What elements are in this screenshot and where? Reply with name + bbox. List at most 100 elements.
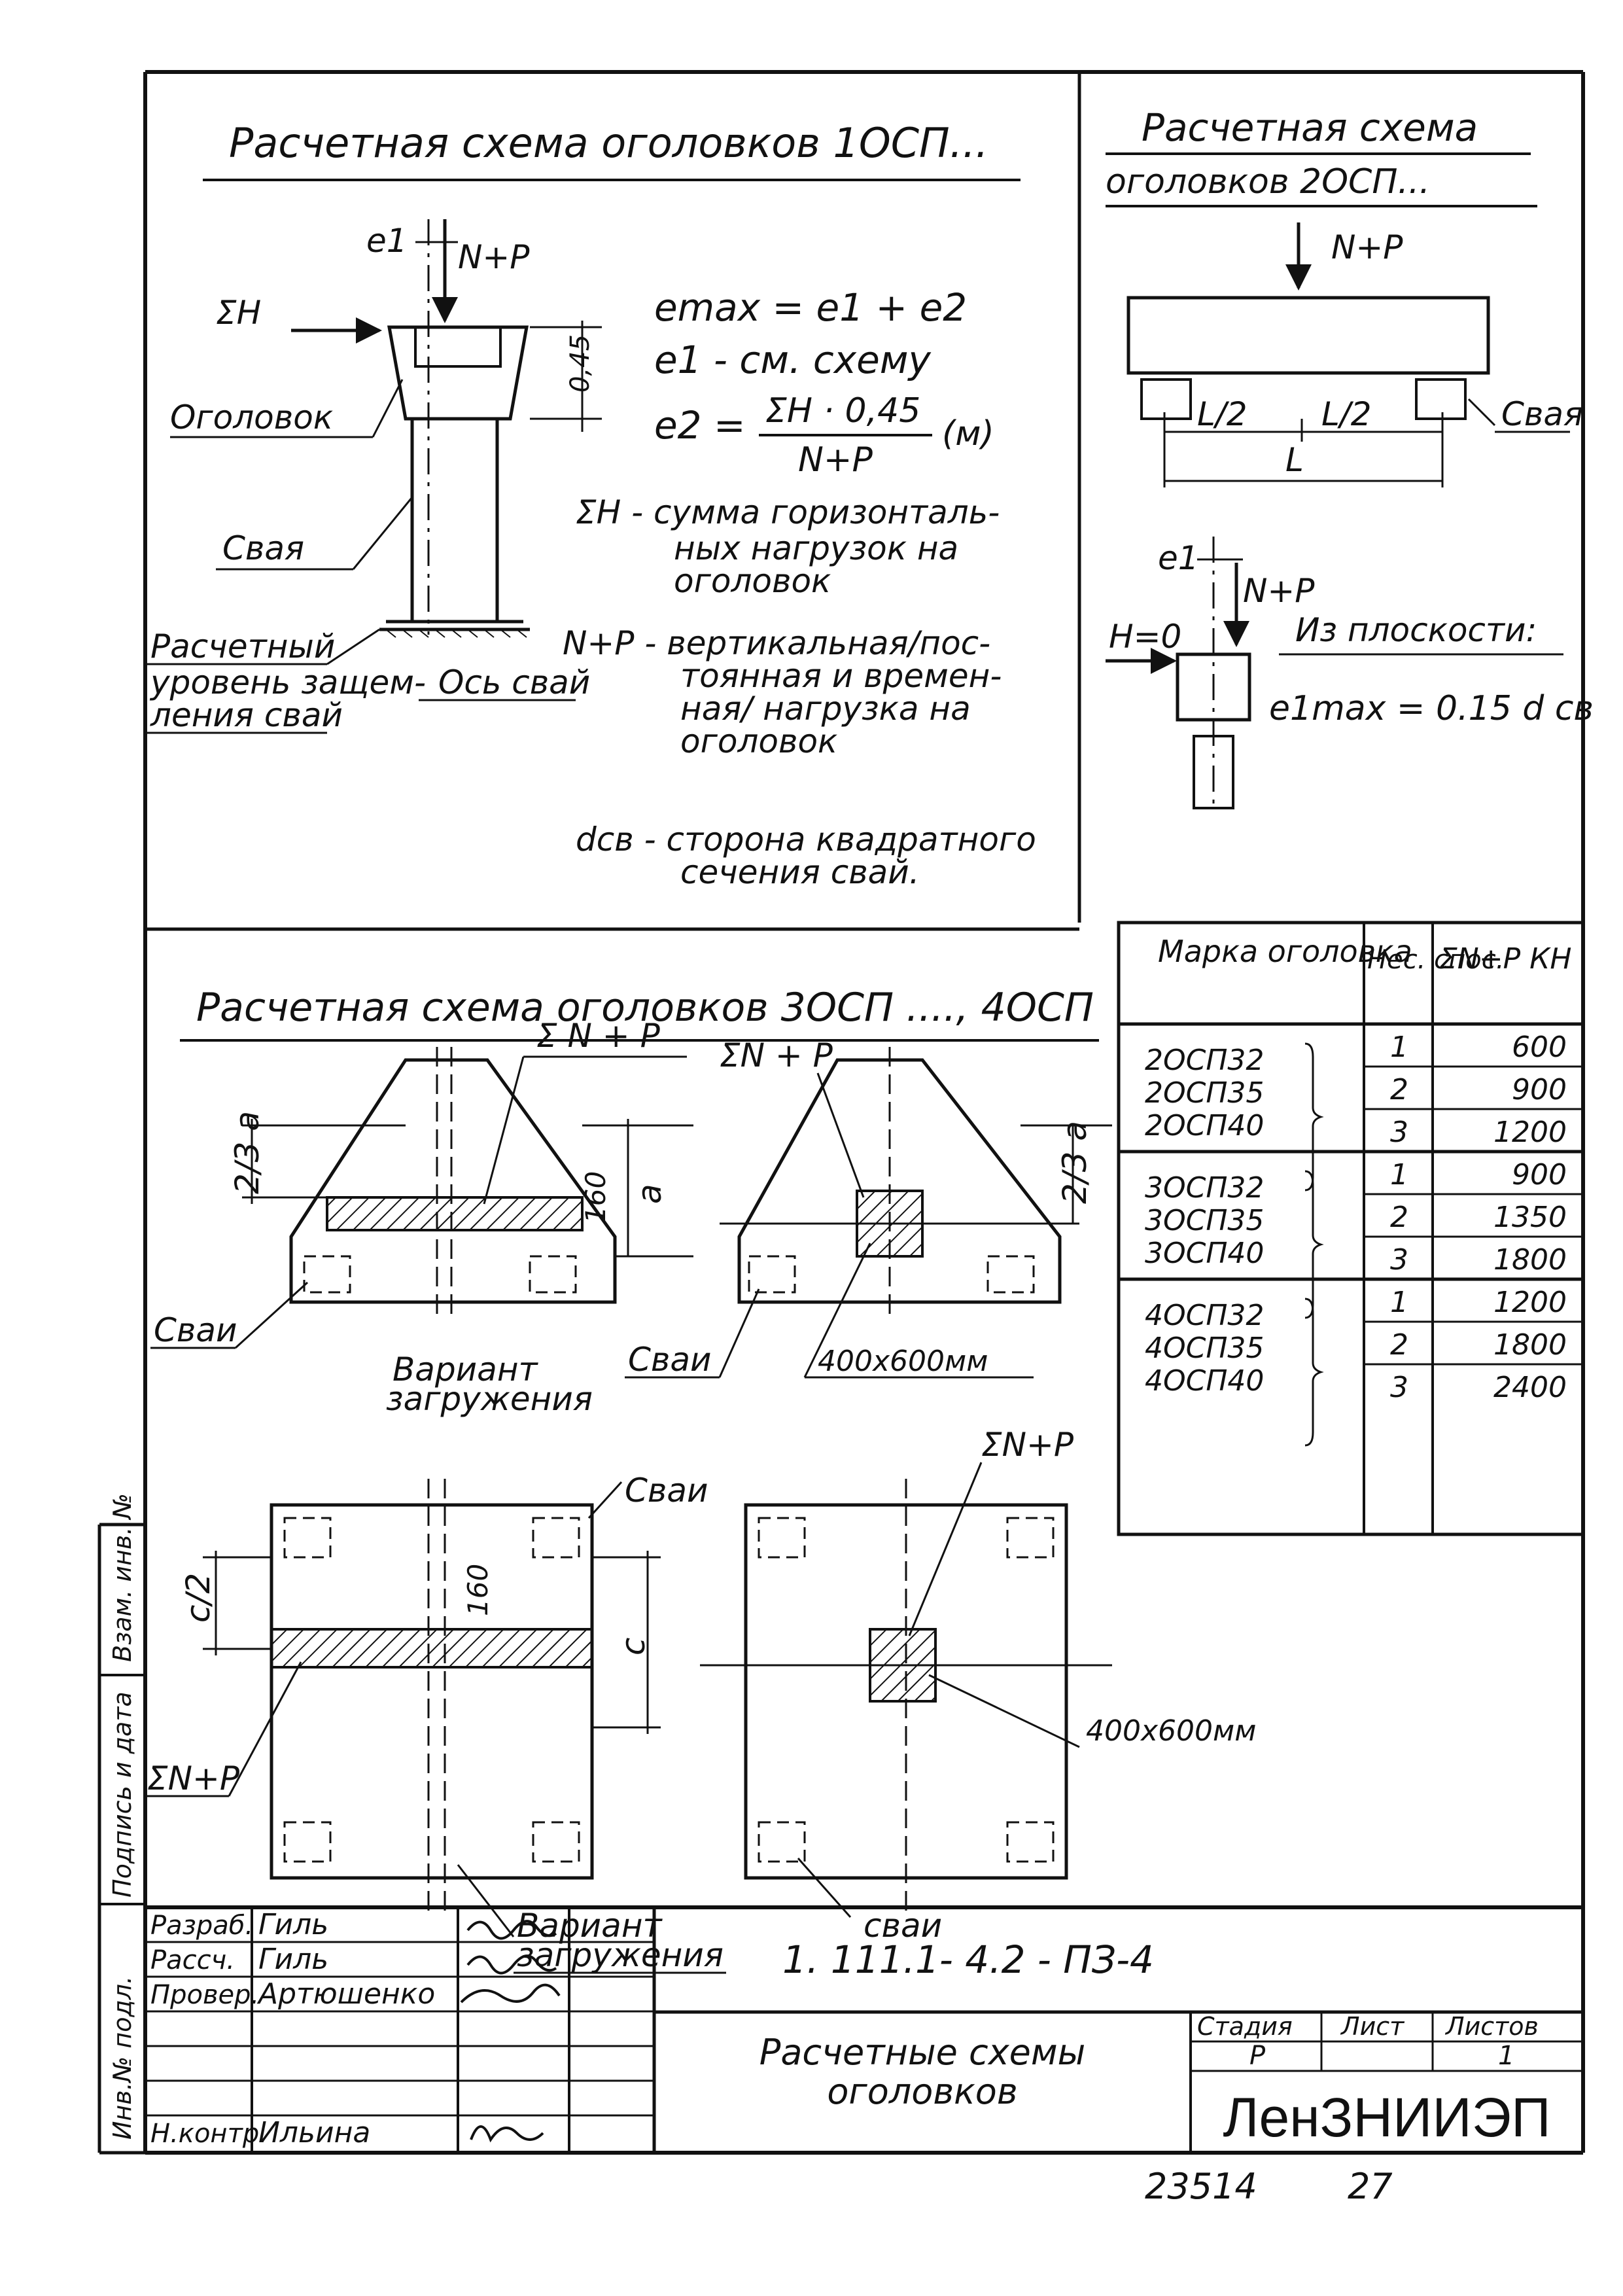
label-snp-b: ΣN + P bbox=[720, 1036, 833, 1074]
table-mark: 3ОСП40 bbox=[1145, 1237, 1264, 1270]
cap-trapezoid-a bbox=[289, 1058, 617, 1304]
sheet-title-2: оголовков bbox=[827, 2071, 1017, 2112]
table-capacity: 1 bbox=[1390, 1031, 1408, 1064]
label-pile: Свая bbox=[222, 529, 304, 567]
table-load: 600 bbox=[1512, 1031, 1567, 1064]
signature-4 bbox=[470, 2125, 544, 2143]
label-c2: c/2 bbox=[179, 1573, 217, 1623]
table-mark: 4ОСП40 bbox=[1145, 1364, 1264, 1398]
formula-e1: e1 - см. схему bbox=[654, 338, 932, 382]
def-h-1: ΣH - сумма горизонталь- bbox=[576, 493, 1000, 531]
label-160-a: 160 bbox=[580, 1171, 612, 1224]
table-load: 1800 bbox=[1493, 1328, 1567, 1362]
label-piles-d: сваи bbox=[864, 1907, 942, 1945]
table-capacity: 1 bbox=[1390, 1158, 1408, 1192]
label-head: Оголовок bbox=[170, 398, 333, 436]
title-block-rows: Разраб.ГильРассч.ГильПровер.АртюшенкоН.к… bbox=[150, 1908, 435, 2149]
def-np-3: ная/ нагрузка на bbox=[680, 690, 971, 728]
formula-emax: emax = e1 + e2 bbox=[654, 285, 967, 330]
table-capacity: 3 bbox=[1390, 1116, 1408, 1149]
table-capacity: 2 bbox=[1390, 1073, 1408, 1106]
doc-code: 1. 111.1- 4.2 - ПЗ-4 bbox=[782, 1937, 1154, 1982]
label-23a-b: 2/3 a bbox=[1056, 1121, 1094, 1204]
title-block-name: Гиль bbox=[258, 1908, 328, 1941]
panel-2-label-pile: Свая bbox=[1501, 395, 1583, 433]
table-mark: 3ОСП35 bbox=[1145, 1204, 1264, 1237]
cap-square-c bbox=[270, 1503, 594, 1880]
cap-beam bbox=[1126, 296, 1490, 375]
def-h-2: ных нагрузок на bbox=[674, 529, 958, 567]
label-half-2: L/2 bbox=[1321, 395, 1372, 433]
sheet-label: Лист bbox=[1340, 2012, 1405, 2041]
title-block-role: Н.контр. bbox=[150, 2119, 268, 2149]
table-header-load: ΣN+P КН bbox=[1439, 942, 1571, 976]
label-piles-c: Сваи bbox=[625, 1472, 708, 1510]
panel-2-label-np: N+P bbox=[1331, 228, 1403, 266]
def-h-3: оголовок bbox=[674, 562, 831, 600]
panel-1-title: Расчетная схема оголовков 1ОСП... bbox=[229, 119, 988, 167]
label-sum-h: ΣH bbox=[216, 294, 261, 332]
label-e1: e1 bbox=[366, 222, 408, 260]
signature-2 bbox=[466, 1954, 557, 1975]
plane-formula: e1max = 0.15 d св bbox=[1269, 689, 1594, 728]
sheets-value: 1 bbox=[1498, 2041, 1514, 2071]
label-half-1: L/2 bbox=[1197, 395, 1248, 433]
signature-1 bbox=[466, 1920, 557, 1940]
side-stamp: Взам. инв. № Подпись и дата Инв.№ подл. bbox=[108, 1493, 137, 2140]
panel-3-title: Расчетная схема оголовков 3ОСП ...., 4ОС… bbox=[196, 985, 1094, 1031]
formula-e2-lhs: e2 = bbox=[654, 403, 746, 448]
table-brace bbox=[1304, 1042, 1324, 1192]
label-h0: H=0 bbox=[1109, 618, 1181, 656]
title-block-role: Рассч. bbox=[150, 1945, 235, 1975]
def-np-4: оголовок bbox=[680, 722, 837, 760]
table-capacity: 1 bbox=[1390, 1286, 1408, 1319]
def-np-1: N+P - вертикальная/пос- bbox=[563, 624, 990, 662]
label-L: L bbox=[1285, 441, 1304, 479]
label-snp-d: ΣN+P bbox=[981, 1426, 1074, 1464]
table-load: 1200 bbox=[1493, 1286, 1567, 1319]
sheets-label: Листов bbox=[1444, 2012, 1539, 2041]
table-mark: 2ОСП40 bbox=[1145, 1109, 1264, 1142]
label-variant-a2: загружения bbox=[386, 1380, 593, 1418]
panel-1: Расчетная схема оголовков 1ОСП... e1 N+P… bbox=[147, 119, 1036, 891]
side-stamp-inv: Инв.№ подл. bbox=[108, 1976, 137, 2140]
def-np-2: тоянная и времен- bbox=[680, 657, 1002, 695]
table-load: 2400 bbox=[1493, 1371, 1567, 1404]
table-mark: 4ОСП35 bbox=[1145, 1332, 1264, 1365]
table-load: 900 bbox=[1512, 1073, 1567, 1106]
label-160-c: 160 bbox=[462, 1564, 494, 1616]
stage-value: Р bbox=[1249, 2041, 1266, 2071]
table-header-mark: Марка оголовка bbox=[1158, 934, 1412, 969]
label-a: a bbox=[631, 1184, 669, 1204]
title-block-name: Ильина bbox=[258, 2116, 370, 2149]
load-band-a bbox=[326, 1196, 584, 1231]
plane-label: Из плоскости: bbox=[1295, 611, 1537, 649]
label-level-3: ления свай bbox=[150, 696, 343, 734]
table-capacity: 2 bbox=[1390, 1328, 1408, 1362]
panel-2: Расчетная схема оголовков 2ОСП... N+P L/… bbox=[1106, 105, 1594, 809]
table-capacity: 3 bbox=[1390, 1243, 1408, 1277]
table-capacity: 2 bbox=[1390, 1201, 1408, 1234]
label-c: c bbox=[614, 1638, 652, 1656]
def-d-2: сечения свай. bbox=[680, 853, 920, 891]
table-brace bbox=[1304, 1298, 1324, 1447]
panel-2-label-e1: e1 bbox=[1158, 539, 1199, 577]
stage-label: Стадия bbox=[1197, 2012, 1293, 2041]
signature-3 bbox=[460, 1983, 561, 2004]
formula-e2-unit: (м) bbox=[942, 414, 994, 453]
label-snp-c: ΣN+P bbox=[147, 1759, 240, 1797]
title-block: Разраб.ГильРассч.ГильПровер.АртюшенкоН.к… bbox=[145, 1905, 1583, 2153]
table-load: 900 bbox=[1512, 1158, 1567, 1192]
panel-2-label-np2: N+P bbox=[1243, 572, 1315, 610]
label-23a-a: 2/3 a bbox=[228, 1111, 266, 1194]
pile-head-shape bbox=[387, 325, 529, 421]
label-level-2: уровень защем- bbox=[149, 663, 426, 701]
organization: ЛенЗНИИЭП bbox=[1223, 2087, 1550, 2148]
bottom-page: 27 bbox=[1348, 2166, 1393, 2207]
table-brace bbox=[1304, 1170, 1324, 1319]
label-pile-b: Сваи bbox=[628, 1341, 712, 1379]
label-snp-a: Σ N + P bbox=[536, 1017, 661, 1055]
table-load: 1800 bbox=[1493, 1243, 1567, 1277]
side-stamp-sign-date: Подпись и дата bbox=[108, 1691, 137, 1898]
